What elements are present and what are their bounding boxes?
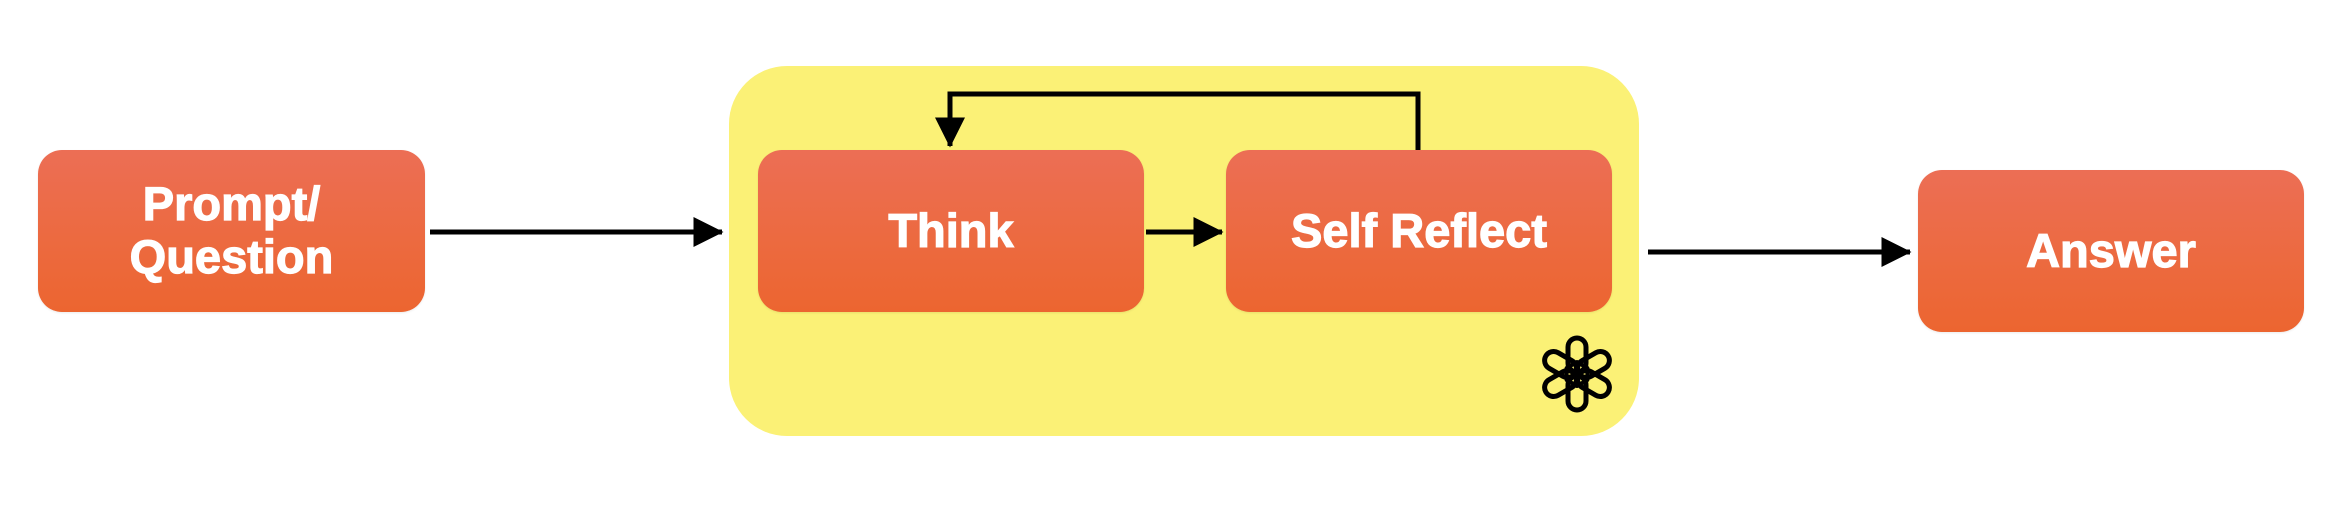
prompt-question-node: Prompt/ Question: [38, 150, 425, 312]
self-reflect-label: Self Reflect: [1290, 203, 1547, 257]
think-node: Think: [758, 150, 1144, 312]
prompt-label-line1: Prompt/: [142, 177, 321, 231]
prompt-label-line2: Question: [129, 230, 334, 283]
answer-node: Answer: [1918, 170, 2304, 332]
openai-logo-icon: [1542, 335, 1612, 413]
self-reflect-node: Self Reflect: [1226, 150, 1612, 312]
think-label: Think: [888, 203, 1015, 257]
answer-label: Answer: [2026, 223, 2197, 277]
feedback-loop-arrow: [935, 91, 1421, 150]
